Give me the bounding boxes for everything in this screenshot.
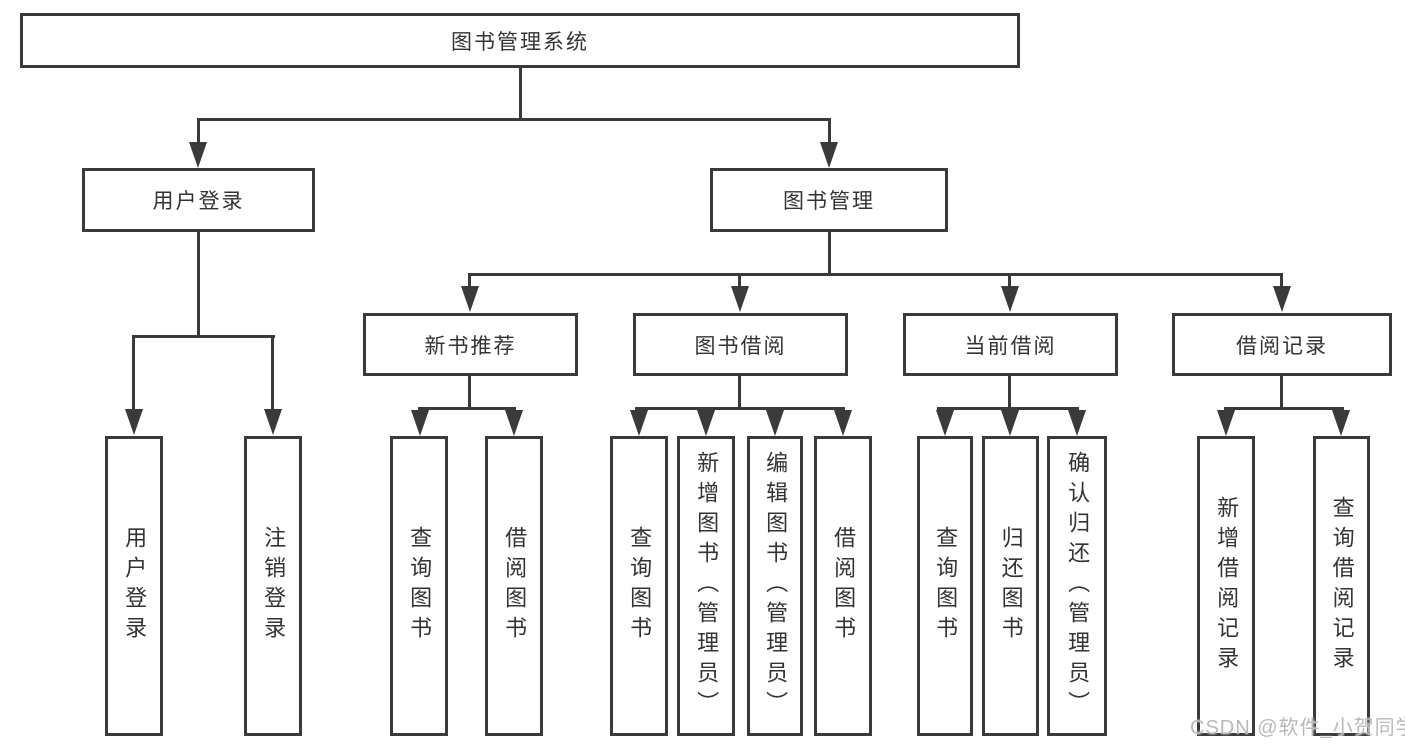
node-library-management-system: 图书管理系统 [20, 13, 1020, 68]
connector-to-leaf-user-login [132, 335, 135, 413]
leaf-query-borrow-record: 查询借阅记录 [1313, 436, 1370, 736]
connector-new-book-stem [468, 376, 471, 410]
arrowhead-to-book-borrow [731, 286, 749, 312]
leaf-borrow-query-books-label: 查询图书 [627, 526, 653, 646]
arrowhead-new-book-leaf-1 [411, 410, 429, 436]
connector-user-login-rail [132, 335, 275, 338]
arrowhead-to-user-login [189, 142, 207, 168]
arrowhead-to-book-management [820, 142, 838, 168]
leaf-query-borrow-record-label: 查询借阅记录 [1329, 496, 1355, 676]
leaf-borrow-books: 借阅图书 [814, 436, 872, 736]
leaf-return-books-label: 归还图书 [998, 526, 1024, 646]
arrowhead-to-new-book [461, 286, 479, 312]
leaf-confirm-return-admin-label: 确认归还（管理员） [1065, 451, 1091, 721]
arrowhead-borrow-records-leaf-1 [1217, 410, 1235, 436]
leaf-user-login-label: 用户登录 [122, 526, 148, 646]
connector-root-rail [197, 118, 831, 121]
arrowhead-book-borrow-leaf-1 [630, 410, 648, 436]
leaf-recommend-query-books-label: 查询图书 [407, 526, 433, 646]
arrowhead-current-borrow-leaf-1 [936, 410, 954, 436]
leaf-return-books: 归还图书 [982, 436, 1039, 736]
leaf-borrow-query-books: 查询图书 [610, 436, 668, 736]
leaf-add-borrow-record-label: 新增借阅记录 [1214, 496, 1240, 676]
leaf-edit-books-admin: 编辑图书（管理员） [747, 436, 803, 736]
connector-book-management-stem [828, 232, 831, 276]
leaf-recommend-borrow-books: 借阅图书 [485, 436, 543, 736]
leaf-add-books-admin: 新增图书（管理员） [677, 436, 735, 736]
connector-to-user-login [197, 118, 200, 148]
leaf-current-query-books-label: 查询图书 [933, 526, 959, 646]
arrowhead-current-borrow-leaf-2 [1001, 410, 1019, 436]
csdn-watermark: CSDN @软件_小贺同学 [1190, 717, 1405, 739]
connector-current-borrow-stem [1008, 376, 1011, 410]
node-current-borrow: 当前借阅 [903, 313, 1118, 376]
connector-user-login-stem [197, 232, 200, 338]
connector-root-stem [519, 68, 522, 121]
connector-to-book-borrow [738, 273, 741, 289]
connector-book-borrow-stem [738, 376, 741, 410]
connector-new-book-rail [418, 407, 516, 410]
leaf-confirm-return-admin: 确认归还（管理员） [1047, 436, 1107, 736]
node-user-login: 用户登录 [82, 168, 315, 232]
connector-borrow-records-rail [1224, 407, 1344, 410]
leaf-add-borrow-record: 新增借阅记录 [1197, 436, 1255, 736]
leaf-borrow-books-label: 借阅图书 [831, 526, 857, 646]
arrowhead-borrow-records-leaf-2 [1332, 410, 1350, 436]
arrowhead-to-borrow-records [1273, 286, 1291, 312]
leaf-recommend-query-books: 查询图书 [390, 436, 448, 736]
arrowhead-current-borrow-leaf-3 [1068, 410, 1086, 436]
leaf-user-login: 用户登录 [105, 436, 163, 736]
arrowhead-book-borrow-leaf-2 [697, 410, 715, 436]
arrowhead-book-borrow-leaf-4 [834, 410, 852, 436]
connector-current-borrow-rail [937, 407, 1079, 410]
connector-to-current-borrow [1008, 273, 1011, 289]
leaf-edit-books-admin-label: 编辑图书（管理员） [763, 451, 789, 721]
connector-to-book-management [828, 118, 831, 148]
node-borrow-records: 借阅记录 [1172, 313, 1392, 376]
connector-book-borrow-rail [635, 407, 845, 410]
arrowhead-book-borrow-leaf-3 [766, 410, 784, 436]
connector-book-management-rail [468, 273, 1283, 276]
leaf-logout-label: 注销登录 [261, 526, 287, 646]
connector-borrow-records-stem [1280, 376, 1283, 410]
leaf-logout: 注销登录 [244, 436, 302, 736]
node-book-management: 图书管理 [710, 168, 948, 232]
connector-to-new-book [468, 273, 471, 289]
leaf-add-books-admin-label: 新增图书（管理员） [694, 451, 720, 721]
node-new-book-recommend: 新书推荐 [363, 313, 578, 376]
arrowhead-to-leaf-user-login [125, 409, 143, 435]
arrowhead-new-book-leaf-2 [505, 410, 523, 436]
leaf-recommend-borrow-books-label: 借阅图书 [502, 526, 528, 646]
connector-to-borrow-records [1280, 273, 1283, 289]
arrowhead-to-current-borrow [1001, 286, 1019, 312]
leaf-current-query-books: 查询图书 [917, 436, 973, 736]
node-book-borrow: 图书借阅 [633, 313, 848, 376]
connector-to-leaf-logout [271, 335, 274, 413]
arrowhead-to-leaf-logout [264, 409, 282, 435]
